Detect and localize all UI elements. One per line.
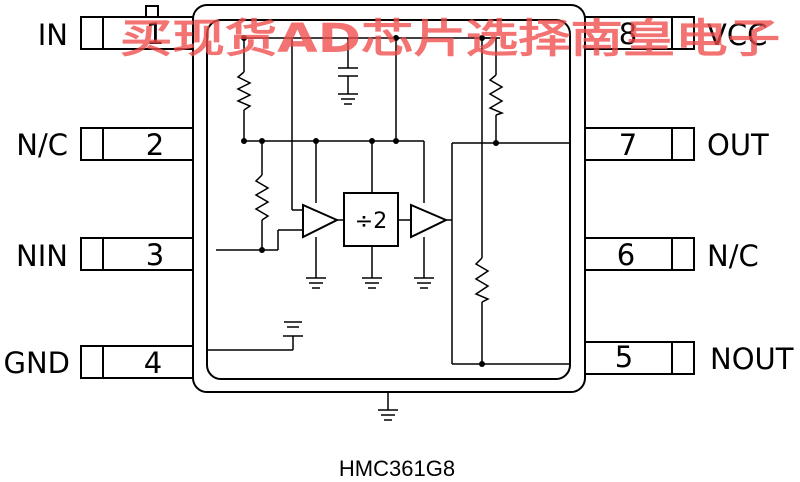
junction-dots	[241, 35, 499, 367]
pin-3-number: 3	[146, 238, 164, 272]
pin-4-number: 4	[144, 346, 162, 380]
pin-stub-2	[80, 127, 194, 161]
pin-4-name: GND	[4, 346, 71, 380]
ground-symbol-gnd-pin	[283, 321, 303, 337]
output-amplifier-icon	[410, 203, 449, 239]
pin-1-number: 1	[146, 17, 164, 51]
pin-stub-1	[80, 5, 194, 50]
pin-stub-3	[80, 237, 194, 271]
pin-stub-8	[584, 16, 695, 50]
part-number-label: HMC361G8	[339, 456, 455, 481]
pin-8-name: VCC	[707, 18, 767, 52]
pin-2-number: 2	[146, 128, 164, 162]
pin-stub-4	[80, 345, 194, 379]
pin-6-number: 6	[617, 238, 635, 272]
pin-7-number: 7	[619, 128, 637, 162]
pin-2-name: N/C	[16, 128, 68, 162]
divide-by-two-block	[343, 192, 399, 247]
pin-1-name: IN	[38, 18, 68, 52]
pin-stub-7	[584, 127, 695, 161]
pin-stub-6	[584, 237, 695, 271]
ground-symbol-output-amp	[414, 277, 434, 289]
decoupling-capacitor	[338, 67, 358, 94]
watermark-text: 买现货AD芯片选择南皇电子	[120, 16, 780, 62]
pin-stub-5	[584, 341, 695, 375]
resistor-nout-pullup	[474, 257, 490, 303]
resistor-out-pullup	[488, 74, 505, 116]
package-inner-outline	[206, 19, 571, 380]
resistor-nin-bias	[254, 174, 270, 221]
pin-5-number: 5	[615, 340, 633, 374]
pin-7-name: OUT	[707, 128, 769, 162]
ground-symbol-input-amp	[306, 277, 326, 289]
input-amplifier-icon	[302, 203, 340, 239]
package-outer-outline	[192, 4, 586, 393]
pin-3-name: NIN	[16, 239, 68, 273]
pin-8-number: 8	[619, 17, 637, 51]
pin-5-name: NOUT	[710, 342, 794, 376]
divide-by-two-label: ÷2	[355, 209, 387, 234]
internal-wiring	[207, 37, 570, 365]
resistor-vcc-bias	[236, 71, 252, 111]
ground-symbol-package	[378, 392, 398, 421]
pin-6-name: N/C	[707, 239, 759, 273]
ground-symbol-capacitor	[338, 93, 358, 105]
ground-symbol-divider	[362, 277, 382, 289]
